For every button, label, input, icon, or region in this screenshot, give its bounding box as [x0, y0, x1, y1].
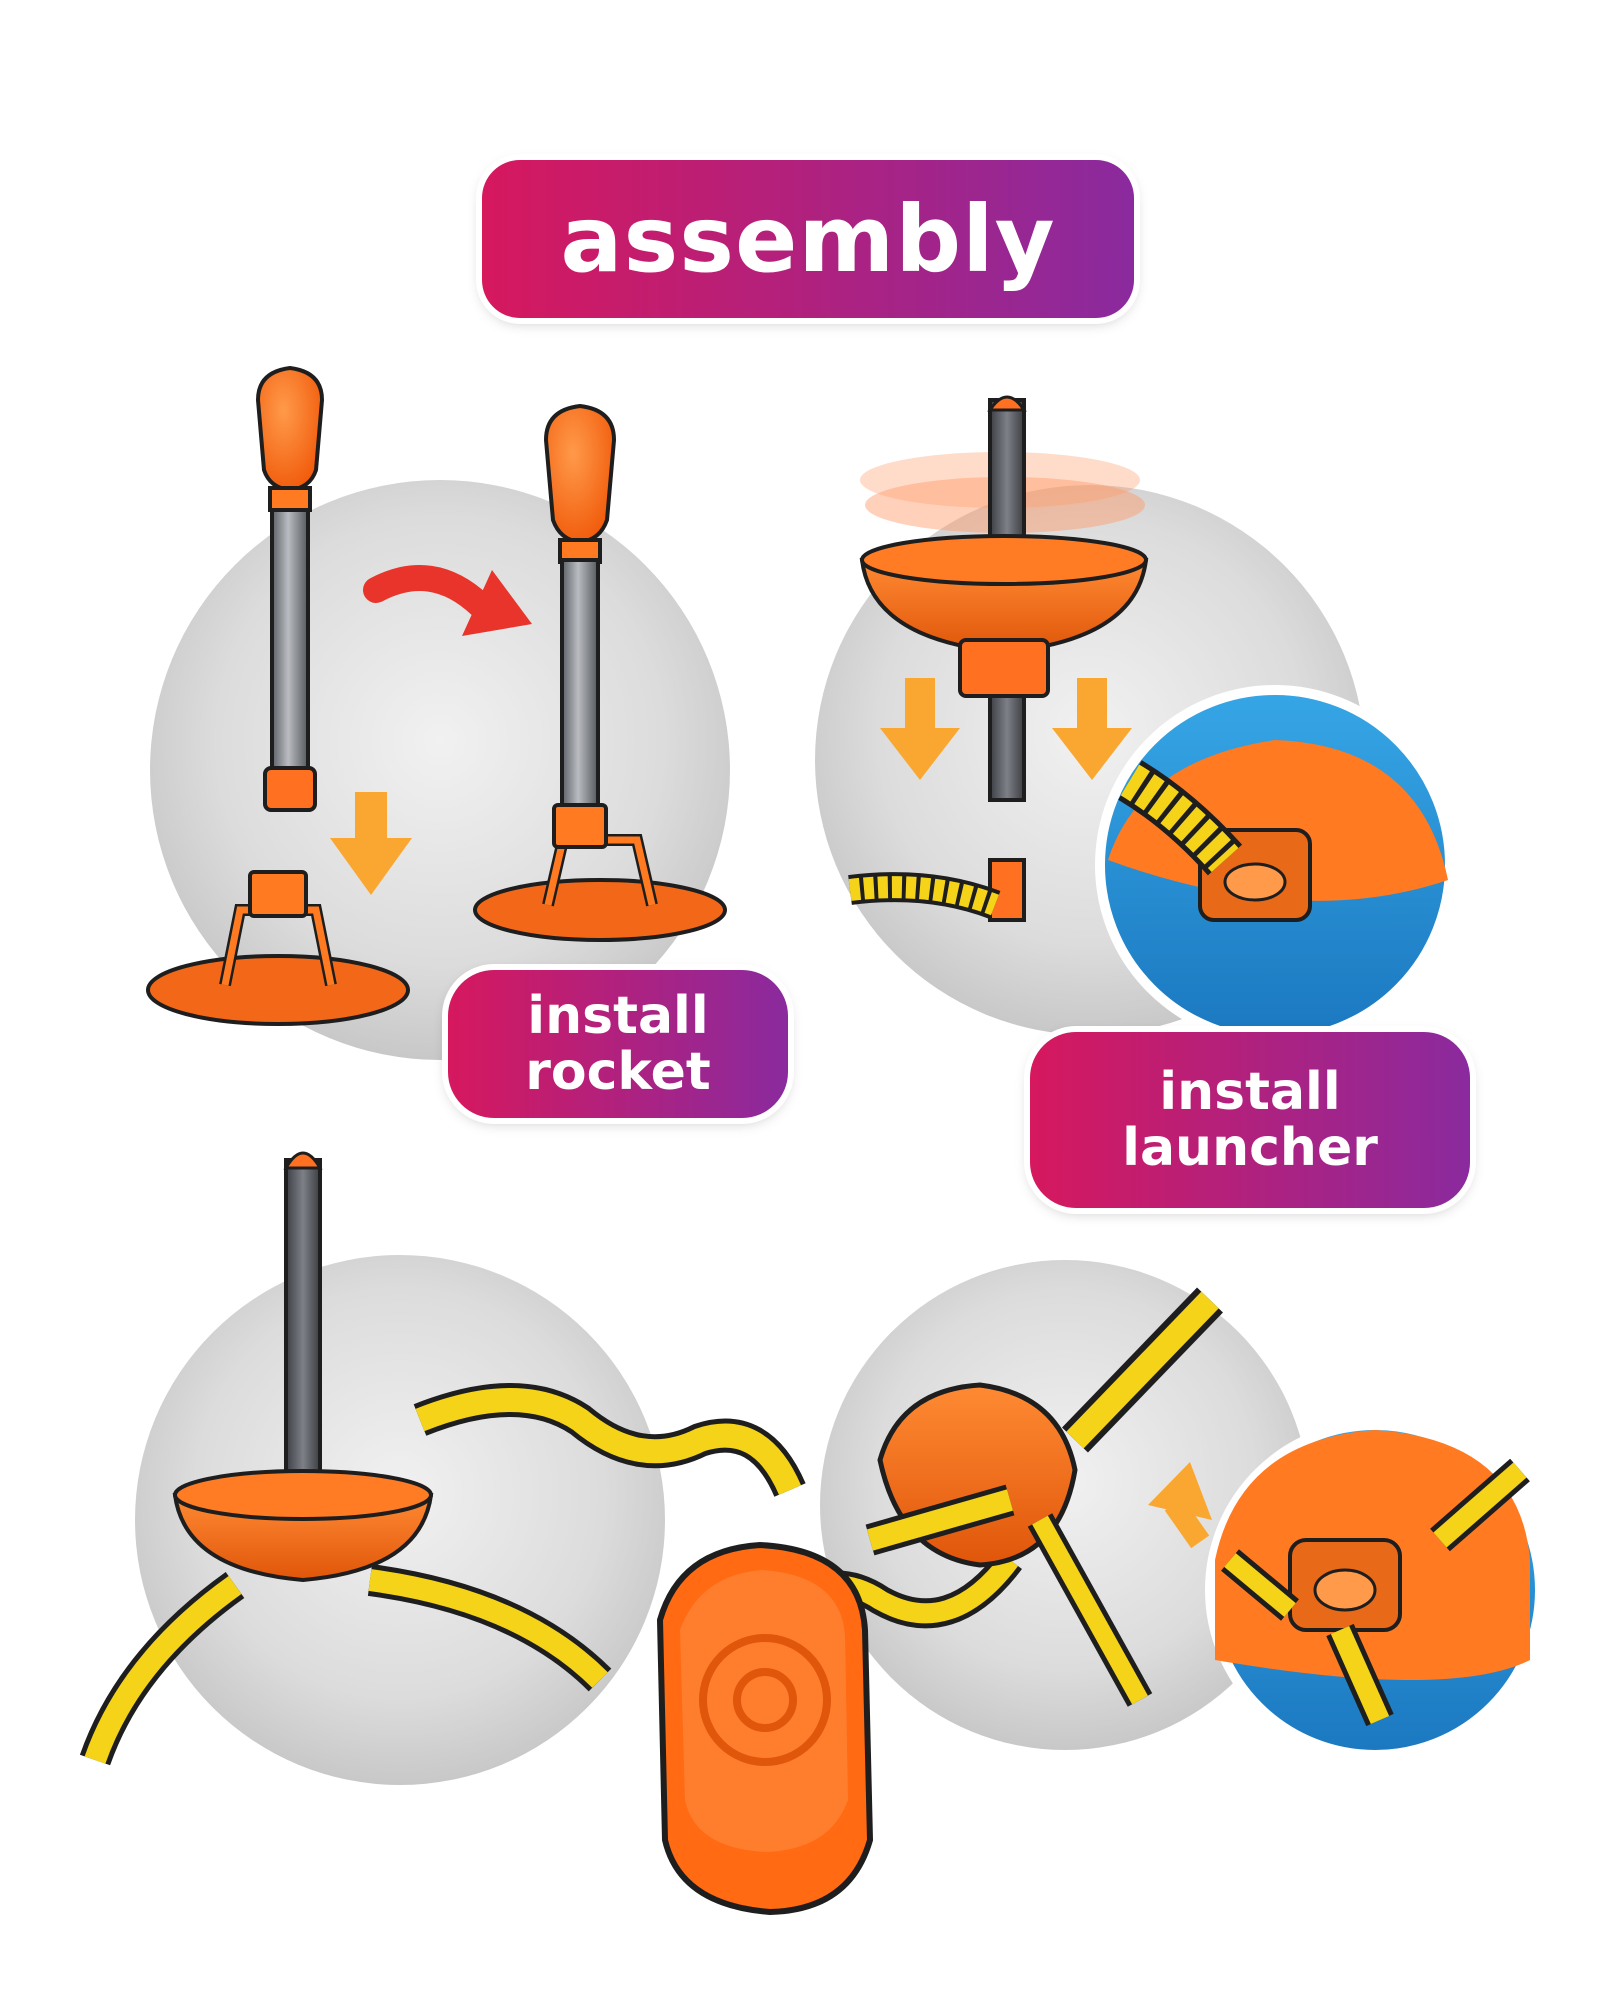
foot-pump-icon: [656, 1541, 874, 1916]
step-label-line2: launcher: [1122, 1118, 1378, 1178]
launcher-stand: [79, 1151, 612, 1766]
step-label-line1: install: [1159, 1062, 1341, 1122]
rocket-base-left: [146, 870, 410, 1026]
down-arrow-icon: [330, 792, 412, 895]
page-title-text: assembly: [560, 185, 1056, 293]
bottom-panel: [79, 1151, 1545, 1916]
up-arrow-icon: [1148, 1462, 1212, 1549]
rocket-assembled: [473, 403, 727, 942]
launcher-detail-zoom: [1095, 685, 1455, 1045]
page-title: assembly: [482, 160, 1134, 318]
down-arrow-icon: [880, 678, 1132, 780]
step-label-install-rocket: install rocket: [448, 970, 788, 1118]
step-label-line2: rocket: [525, 1042, 711, 1102]
connect-detail-zoom: [1205, 1420, 1545, 1760]
step-label-line1: install: [527, 986, 709, 1046]
step-label-install-launcher: install launcher: [1030, 1032, 1470, 1208]
rocket-panel: [146, 365, 730, 1060]
curved-arrow-icon: [363, 565, 493, 618]
launcher-icon: [848, 395, 1149, 922]
rocket-icon: [255, 365, 325, 812]
launcher-panel: [815, 395, 1455, 1045]
launcher-connect-view: [865, 1287, 1223, 1707]
curved-arrow-head: [462, 570, 532, 636]
